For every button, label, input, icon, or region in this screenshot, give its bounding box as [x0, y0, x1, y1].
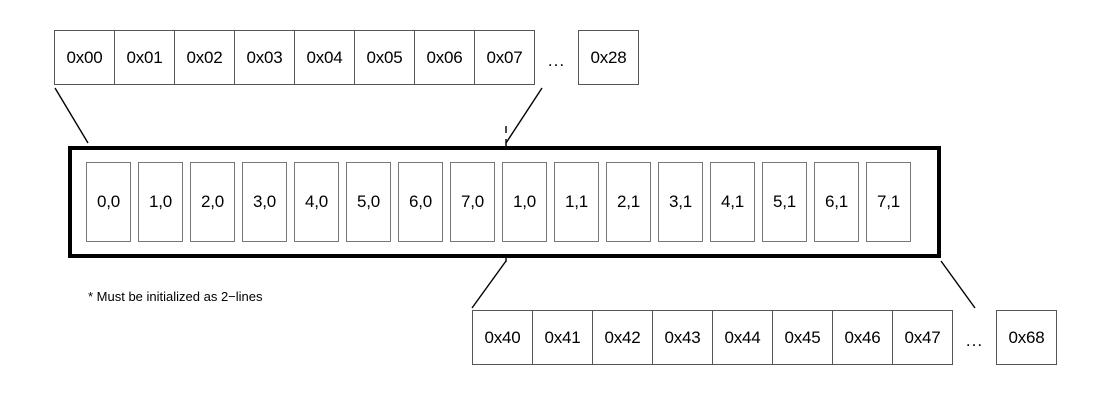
addr-cell-b0: 0x40: [472, 310, 533, 365]
line-cell-a1: 1,0: [138, 162, 183, 242]
addr-cell-b7: 0x47: [892, 310, 953, 365]
addr-cell-b3: 0x43: [652, 310, 713, 365]
connector-bottom-right: [940, 260, 976, 309]
addr-cell-6: 0x06: [414, 30, 475, 85]
addr-cell-7: 0x07: [474, 30, 535, 85]
addr-cell-3: 0x03: [234, 30, 295, 85]
line-cell-b3: 3,1: [658, 162, 703, 242]
line-cell-b5: 5,1: [762, 162, 807, 242]
line-cell-a4: 4,0: [294, 162, 339, 242]
addr-cell-2: 0x02: [174, 30, 235, 85]
line-cell-b0: 1,0: [502, 162, 547, 242]
line-cell-a7: 7,0: [450, 162, 495, 242]
top-row-ellipsis: ...: [547, 51, 566, 70]
addr-cell-b1: 0x41: [532, 310, 593, 365]
connector-bottom-left: [471, 260, 507, 309]
way-1-address-row: 0x40 0x41 0x42 0x43 0x44 0x45 0x46 0x47 …: [472, 310, 1057, 365]
line-cell-a6: 6,0: [398, 162, 443, 242]
line-cell-a3: 3,0: [242, 162, 287, 242]
line-cell-a2: 2,0: [190, 162, 235, 242]
cache-line-cell-group: 0,0 1,0 2,0 3,0 4,0 5,0 6,0 7,0 1,0 1,1 …: [86, 162, 911, 242]
bottom-row-ellipsis: ...: [965, 331, 984, 350]
addr-cell-b4: 0x44: [712, 310, 773, 365]
line-cell-b1: 1,1: [554, 162, 599, 242]
cache-line-container: 0,0 1,0 2,0 3,0 4,0 5,0 6,0 7,0 1,0 1,1 …: [68, 146, 941, 258]
addr-cell-1: 0x01: [114, 30, 175, 85]
line-cell-a5: 5,0: [346, 162, 391, 242]
line-cell-b6: 6,1: [814, 162, 859, 242]
addr-cell-tail: 0x28: [578, 30, 639, 85]
addr-cell-b-tail: 0x68: [996, 310, 1057, 365]
footnote-text: * Must be initialized as 2−lines: [88, 289, 263, 304]
addr-cell-b6: 0x46: [832, 310, 893, 365]
connector-top-left: [54, 87, 89, 144]
line-cell-b2: 2,1: [606, 162, 651, 242]
addr-cell-b5: 0x45: [772, 310, 833, 365]
addr-cell-0: 0x00: [54, 30, 115, 85]
connector-top-right: [505, 87, 543, 144]
addr-cell-4: 0x04: [294, 30, 355, 85]
line-cell-b4: 4,1: [710, 162, 755, 242]
way-0-address-row: 0x00 0x01 0x02 0x03 0x04 0x05 0x06 0x07 …: [54, 30, 639, 85]
addr-cell-5: 0x05: [354, 30, 415, 85]
line-cell-a0: 0,0: [86, 162, 131, 242]
line-cell-b7: 7,1: [866, 162, 911, 242]
addr-cell-b2: 0x42: [592, 310, 653, 365]
